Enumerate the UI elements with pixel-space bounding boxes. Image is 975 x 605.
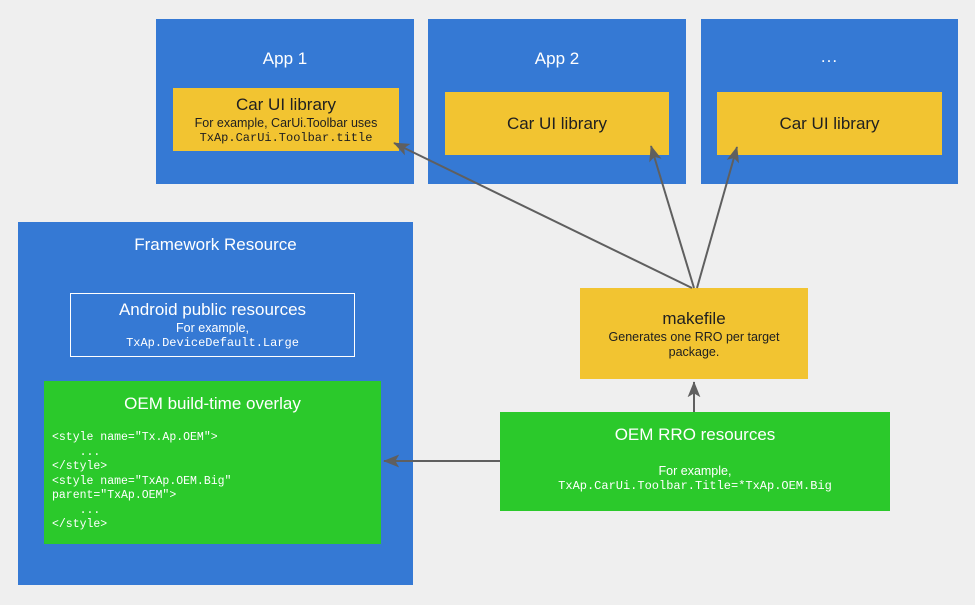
oem-build-time-overlay-box[interactable]: OEM build-time overlay <style name="Tx.A… [44, 381, 381, 544]
app-group-1-title: App 1 [262, 49, 308, 68]
oem-rro-resources-subtitle: For example, [658, 464, 732, 478]
makefile-heading: makefile [662, 308, 726, 328]
android-public-resources-code: TxAp.DeviceDefault.Large [126, 336, 299, 350]
app1-car-ui-library-subtitle: For example, CarUi.Toolbar uses [194, 115, 378, 130]
android-public-resources-heading: Android public resources [118, 300, 307, 319]
app1-car-ui-library[interactable]: Car UI library For example, CarUi.Toolba… [173, 88, 399, 151]
app-group-3-title: ... [820, 47, 839, 66]
app2-car-ui-library[interactable]: Car UI library [445, 92, 669, 155]
makefile-subtitle: Generates one RRO per target package. [608, 329, 780, 359]
app-group-2-title: App 2 [534, 49, 580, 68]
oem-rro-resources-code: TxAp.CarUi.Toolbar.Title=*TxAp.OEM.Big [558, 479, 832, 493]
app3-car-ui-library[interactable]: Car UI library [717, 92, 942, 155]
framework-resource-title: Framework Resource [134, 235, 297, 254]
oem-build-time-overlay-heading: OEM build-time overlay [124, 394, 301, 413]
app2-car-ui-library-heading: Car UI library [506, 113, 608, 133]
makefile-box[interactable]: makefile Generates one RRO per target pa… [580, 288, 808, 379]
android-public-resources-subtitle: For example, [176, 321, 249, 335]
oem-rro-resources-heading: OEM RRO resources [614, 425, 776, 444]
app1-car-ui-library-heading: Car UI library [235, 94, 337, 114]
android-public-resources-box[interactable]: Android public resources For example, Tx… [70, 293, 355, 357]
app3-car-ui-library-heading: Car UI library [779, 113, 880, 133]
oem-build-time-overlay-code: <style name="Tx.Ap.OEM"> ... </style> <s… [52, 431, 232, 531]
app1-car-ui-library-code: TxAp.CarUi.Toolbar.title [199, 130, 373, 145]
oem-rro-resources-box[interactable]: OEM RRO resources For example, TxAp.CarU… [500, 412, 890, 511]
